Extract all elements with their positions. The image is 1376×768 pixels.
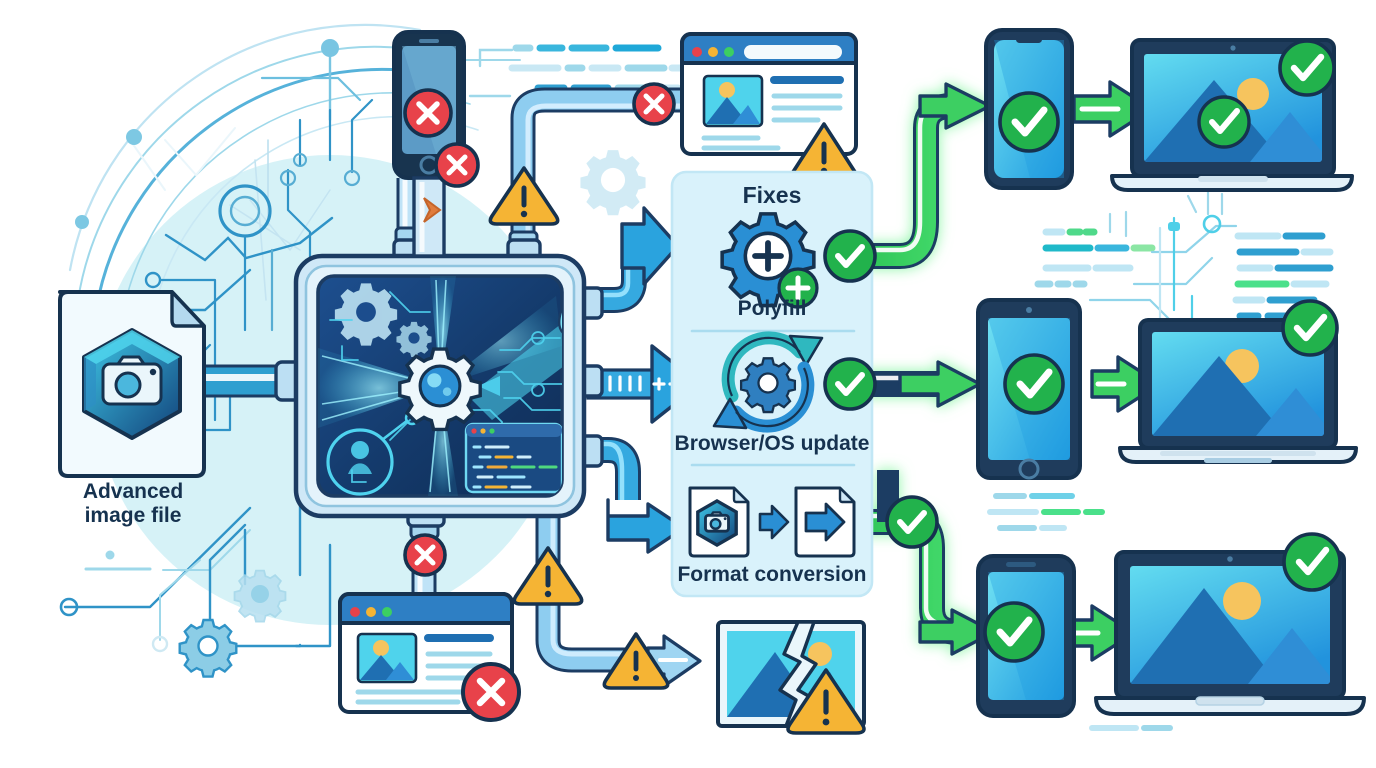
- outcome-row-top[interactable]: [984, 28, 1354, 192]
- gear-decoration-small: [178, 618, 238, 678]
- code-window-icon: [464, 422, 562, 494]
- tablet-icon: [976, 298, 1082, 480]
- pipe-warning-marker-broken: [602, 632, 670, 690]
- x-circle-icon: [434, 142, 480, 188]
- warning-triangle-icon: [786, 668, 866, 735]
- pipe-error-marker-bottom: [403, 533, 447, 577]
- gear-icon: [334, 283, 398, 346]
- fix-status-polyfill: [823, 229, 877, 283]
- check-circle-icon: [1197, 39, 1336, 149]
- projector-icon: [468, 276, 562, 420]
- outcome-row-middle[interactable]: [976, 298, 1358, 480]
- failing-browser-top[interactable]: [680, 32, 859, 182]
- image-processing-engine[interactable]: [274, 238, 635, 528]
- plus-badge-icon: [777, 267, 819, 309]
- fix-item-polyfill-icon: [720, 212, 819, 309]
- check-circle-icon: [983, 601, 1045, 663]
- camera-hexagon-icon: [82, 328, 182, 440]
- small-gear-icon: [396, 321, 432, 357]
- laptop-icon: [1110, 38, 1354, 192]
- smartphone-icon: [984, 28, 1074, 190]
- circuit-traces-right: [1088, 214, 1238, 350]
- failing-browser-bottom[interactable]: [338, 592, 521, 722]
- fix-item-format-conversion-icon: [688, 486, 856, 558]
- center-gear-icon: [398, 347, 482, 432]
- pipe-error-marker-top: [632, 82, 676, 126]
- gear-decoration-large: [233, 569, 287, 623]
- check-circle-icon: [1281, 299, 1339, 357]
- data-dashes-bottom-right: [987, 493, 1105, 531]
- circuit-traces-bottom-right: [1108, 190, 1224, 238]
- pipe-warning-marker-bottom: [512, 546, 584, 606]
- outcome-row-bottom[interactable]: [976, 532, 1366, 718]
- laptop-icon: [1094, 532, 1366, 716]
- smartphone-icon: [976, 554, 1076, 718]
- gear-decoration-center: [580, 150, 646, 216]
- green-path-polyfill-to-phone: [862, 82, 992, 269]
- pipe-processor-to-broken-image: [535, 506, 672, 673]
- pipe-warning-marker-top: [488, 166, 560, 226]
- failing-phone[interactable]: [392, 30, 480, 258]
- pipe-processor-to-fix-polyfill: [588, 206, 680, 313]
- fix-status-format-conversion: [885, 495, 939, 549]
- laptop-icon: [1118, 299, 1358, 464]
- broken-image[interactable]: [716, 620, 866, 735]
- pipe-processor-to-fix-format-conversion: [588, 437, 686, 554]
- lens-icon: [326, 410, 420, 496]
- data-dashes-right: [1034, 228, 1334, 320]
- check-circle-icon: [998, 91, 1060, 153]
- x-circle-icon: [461, 662, 521, 722]
- fix-status-browser-update: [823, 357, 877, 411]
- check-circle-icon: [1003, 353, 1065, 415]
- fix-item-browser-update-icon: [712, 331, 824, 433]
- check-circle-icon: [1282, 532, 1342, 592]
- x-circle-icon: [403, 88, 453, 138]
- fixes-panel[interactable]: [670, 170, 939, 598]
- advanced-image-file[interactable]: [58, 290, 206, 478]
